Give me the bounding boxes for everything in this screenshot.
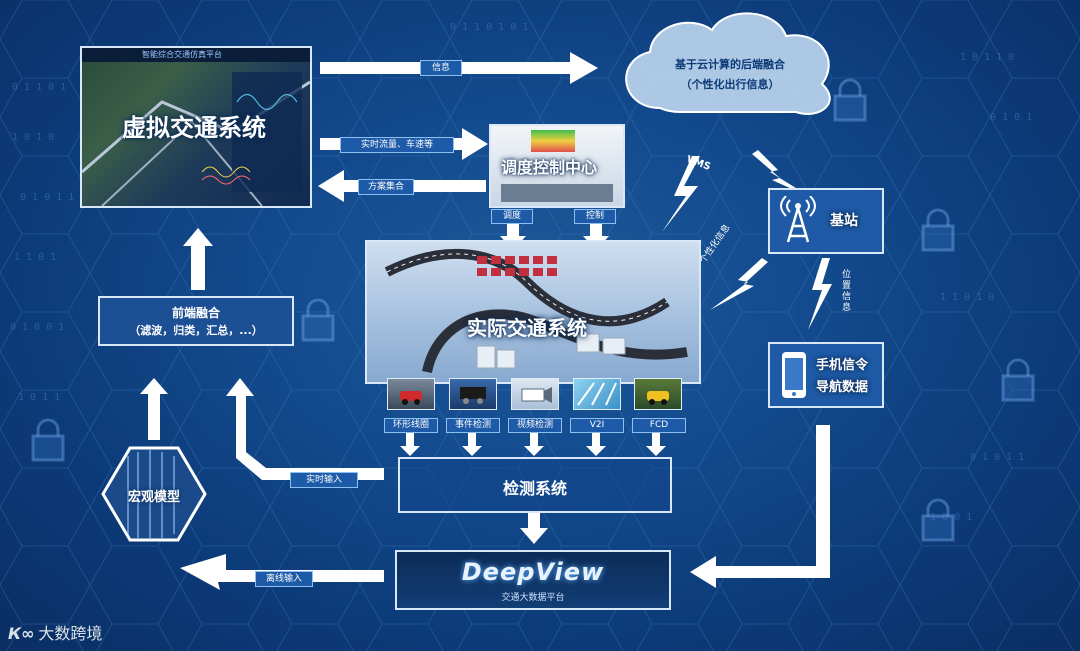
front-fusion-line2: （滤波，归类，汇总，...） [129,324,263,337]
watermark: К∞大数跨境 [8,620,102,644]
event-detect-thumb [449,378,497,410]
watermark-logo-icon: К∞ [8,624,35,643]
car-icon [400,391,422,405]
bolt-cloud-station [752,150,812,198]
realtime-flow-label: 实时流量、车速等 [340,137,454,153]
fcd-thumb [634,378,682,410]
svg-text:0 1 0 0 1: 0 1 0 0 1 [10,322,64,333]
control-center-panel: 调度控制中心 [489,124,625,208]
arrow-phone-to-deepview [690,425,830,588]
watermark-text: 大数跨境 [38,624,103,643]
svg-text:1 1 0 1 0: 1 1 0 1 0 [940,292,994,303]
virtual-map-graphic [82,72,310,206]
svg-text:1 0 0 1: 1 0 0 1 [930,512,972,523]
binary-texture: 0 1 1 0 1 1 0 1 0 0 1 0 1 1 1 1 0 1 0 1 0 0… [10,22,1032,523]
deepview-logo: DeepView [461,558,605,586]
offline-input-label: 离线输入 [255,571,313,587]
detector-label-loop: 环形线圈 [384,418,438,433]
virtual-panel-header-text: 智能综合交通仿真平台 [142,50,222,59]
control-center-desk [501,184,613,202]
svg-text:0 1 0 1 1: 0 1 0 1 1 [970,452,1024,463]
detector-label-video: 视频检测 [508,418,562,433]
arrow-realtime-to-front [226,378,384,480]
arrow-front-to-virtual [183,228,213,290]
phone-data-line1: 手机信令 [816,358,869,373]
camera-icon [521,387,552,403]
svg-text:0 1 0 1 1: 0 1 0 1 1 [20,192,74,203]
detector-label-v2i: V2I [570,418,624,433]
antenna-tower-icon [780,196,816,243]
cloud-shape [625,12,831,115]
arrow-event-down [462,432,482,456]
front-fusion-line1: 前端融合 [171,306,220,320]
svg-text:0 1 1 0 1: 0 1 1 0 1 [12,82,66,93]
detector-label-fcd: FCD [632,418,686,433]
arrow-video-down [524,432,544,456]
arrow-fcd-down [646,432,666,456]
base-station-label: 基站 [830,213,858,229]
svg-text:1 1 0 1: 1 1 0 1 [14,252,56,263]
control-label: 控制 [574,209,616,224]
macro-model-title: 宏观模型 [127,490,180,505]
svg-text:1 0 1 1: 1 0 1 1 [18,392,60,403]
svg-text:1 0 1 1 0: 1 0 1 1 0 [960,52,1014,63]
video-detect-thumb [511,378,559,410]
arrow-macro-to-front [140,378,168,440]
road-network-graphic [384,248,688,374]
svg-text:1 0 1 0: 1 0 1 0 [12,132,54,143]
arrow-detect-to-deepview [520,512,548,544]
bolt-station-phone [808,258,832,330]
wireless-bolts [662,150,832,330]
bolt-station-actual [710,258,768,310]
vehicle-icon [460,387,486,404]
detector-label-event: 事件检测 [446,418,500,433]
deepview-box: DeepView 交通大数据平台 [395,550,671,610]
arrow-v2i-down [586,432,606,456]
padlock-icons [31,78,1035,542]
info-label: 信息 [420,60,462,76]
virtual-system-title: 虚拟交通系统 [122,114,266,142]
cloud-line1: 基于云计算的后端融合 [675,58,785,71]
bolt-vms [662,156,700,232]
virtual-system-panel: 智能综合交通仿真平台 虚拟交通系统 [80,46,312,208]
svg-text:0 1 0 1: 0 1 0 1 [990,112,1032,123]
detection-system-box: 检测系统 [398,457,672,513]
macro-model-hexagon [101,446,207,542]
front-fusion-box: 前端融合 （滤波，归类，汇总，...） [98,296,294,346]
control-center-title: 调度控制中心 [501,158,598,177]
cloud-line2: （个性化出行信息） [680,78,780,91]
arrow-loop-down [400,432,420,456]
phone-data-box: 手机信令 导航数据 [768,342,884,408]
v2i-thumb [573,378,621,410]
actual-system-panel: 实际交通系统 [365,240,701,384]
mobile-phone-icon [782,352,806,398]
position-info-label: 位置信息 [842,270,852,313]
dispatch-label: 调度 [491,209,533,224]
taxi-icon [647,391,669,405]
virtual-panel-header: 智能综合交通仿真平台 [82,48,310,62]
connected-road-icon [577,382,617,406]
loop-coil-thumb [387,378,435,410]
phone-data-line2: 导航数据 [816,380,869,395]
base-station-box: 基站 [768,188,884,254]
realtime-input-label: 实时输入 [290,472,358,488]
deepview-subtitle: 交通大数据平台 [501,593,565,603]
actual-system-title: 实际交通系统 [467,316,587,340]
plan-set-label: 方案集合 [358,179,414,195]
control-center-screen [531,130,575,152]
detection-system-title: 检测系统 [502,479,567,498]
svg-text:0 1 1 0 1 0 1: 0 1 1 0 1 0 1 [450,22,528,33]
